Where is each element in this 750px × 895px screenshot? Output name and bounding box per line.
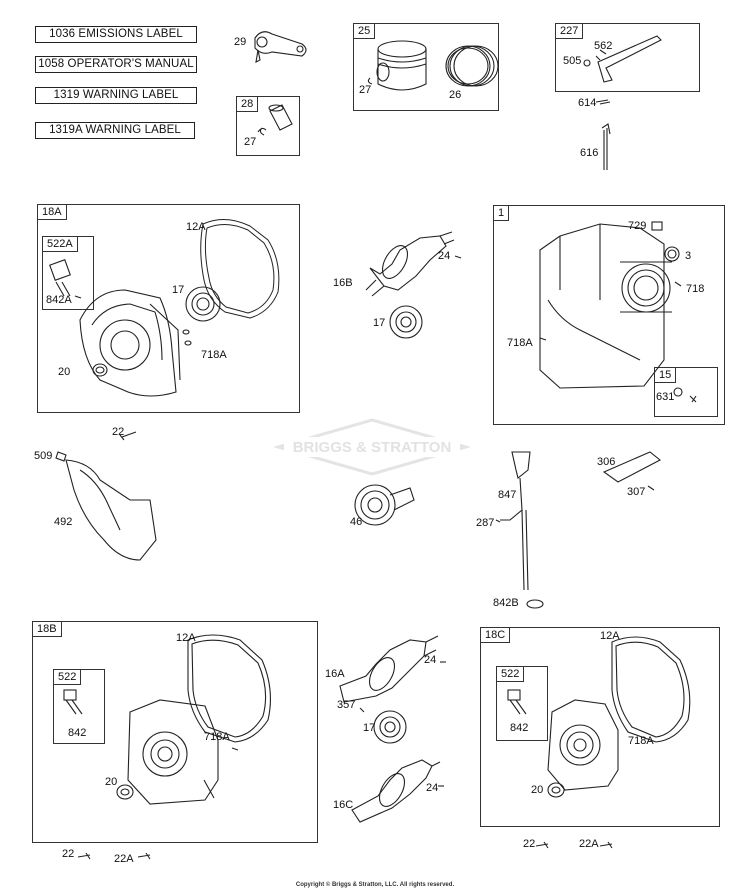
group-227: 227	[555, 23, 700, 92]
bearing-lower-art	[373, 710, 407, 744]
part-306: 306	[597, 456, 616, 468]
group-tag: 25	[354, 24, 376, 39]
gasket-art	[200, 219, 280, 319]
group-tag: 18B	[33, 622, 62, 637]
part-492: 492	[54, 516, 73, 528]
connecting-rod-art	[254, 31, 307, 63]
part-24-top: 24	[438, 250, 451, 262]
part-16a: 16A	[325, 668, 345, 680]
crankshaft-16c-art	[351, 759, 444, 823]
part-29: 29	[234, 36, 247, 48]
part-24-mid: 24	[424, 654, 437, 666]
part-505: 505	[563, 55, 582, 67]
part-17-top: 17	[172, 284, 185, 296]
group-18b: 18B	[32, 621, 318, 843]
group-tag: 28	[237, 97, 259, 112]
part-22-18b: 22	[62, 848, 75, 860]
bearing-art	[182, 286, 221, 346]
brand-watermark: BRIGGS & STRATTON	[274, 418, 470, 476]
part-27-pin: 27	[244, 136, 257, 148]
part-24-lower: 24	[426, 782, 439, 794]
part-20-18a: 20	[58, 366, 71, 378]
group-tag: 18A	[38, 205, 67, 220]
crankcase-cover-18c-art	[507, 636, 691, 849]
piston-art	[367, 40, 427, 91]
part-12a-top: 12A	[186, 221, 206, 233]
part-12a-18b: 12A	[176, 632, 196, 644]
part-16c: 16C	[333, 799, 354, 811]
crankshaft-16a-art	[339, 635, 446, 713]
group-tag: 1	[494, 206, 510, 221]
crankcase-cover-18b-art	[63, 634, 271, 860]
part-842-18c: 842	[510, 722, 529, 734]
part-20-18b: 20	[105, 776, 118, 788]
emissions-label-box: 1036 EMISSIONS LABEL	[35, 26, 197, 43]
dipstick-art	[495, 451, 544, 609]
bearing-mid-art	[389, 305, 423, 339]
part-729: 729	[628, 220, 647, 232]
part-842b: 842B	[493, 597, 519, 609]
group-522b: 522	[53, 669, 105, 744]
group-1: 1	[493, 205, 725, 425]
watermark-text: BRIGGS & STRATTON	[293, 439, 452, 456]
group-tag: 18C	[481, 628, 511, 643]
part-718a-18b: 718A	[204, 731, 230, 743]
camshaft-art	[354, 484, 415, 526]
group-18c: 18C	[480, 627, 720, 827]
governor-lever-art	[583, 35, 662, 170]
part-26: 26	[449, 89, 462, 101]
piston-rings-art	[445, 45, 499, 87]
part-509: 509	[34, 450, 53, 462]
group-522a: 522A	[42, 236, 94, 310]
part-562: 562	[594, 40, 613, 52]
wrist-pin-art	[257, 104, 293, 136]
part-20-18c: 20	[531, 784, 544, 796]
part-614: 614	[578, 97, 597, 109]
warning-label-a-box: 1319A WARNING LABEL	[35, 122, 195, 139]
part-22-18c: 22	[523, 838, 536, 850]
part-22-top: 22	[112, 426, 125, 438]
part-17-lower: 17	[363, 722, 376, 734]
part-616: 616	[580, 147, 599, 159]
part-842-18b: 842	[68, 727, 87, 739]
part-27-piston: 27	[359, 84, 372, 96]
part-17-mid: 17	[373, 317, 386, 329]
operators-manual-box: 1058 OPERATOR'S MANUAL	[35, 56, 197, 73]
group-18a: 18A	[37, 204, 300, 413]
group-tag: 522	[497, 667, 525, 682]
blower-shroud-art	[55, 451, 157, 561]
part-22a-18b: 22A	[114, 853, 134, 865]
group-tag: 15	[655, 368, 677, 383]
part-718a-18a: 718A	[201, 349, 227, 361]
crankshaft-16b-art	[365, 231, 462, 297]
part-718a-18c: 718A	[628, 735, 654, 747]
group-tag: 522A	[43, 237, 78, 252]
group-28: 28	[236, 96, 300, 156]
part-16b: 16B	[333, 277, 353, 289]
group-15: 15	[654, 367, 718, 417]
part-3: 3	[685, 250, 692, 262]
part-847: 847	[498, 489, 517, 501]
part-842a: 842A	[46, 294, 72, 306]
group-tag: 522	[54, 670, 82, 685]
group-25: 25	[353, 23, 499, 111]
part-307: 307	[627, 486, 646, 498]
bolt-22-art	[119, 431, 137, 441]
part-22a-18c: 22A	[579, 838, 599, 850]
part-631: 631	[656, 391, 675, 403]
part-287: 287	[476, 517, 495, 529]
part-12a-18c: 12A	[600, 630, 620, 642]
part-46: 46	[350, 516, 363, 528]
crankcase-cover-18a-art	[49, 259, 181, 397]
part-357: 357	[337, 699, 356, 711]
warning-label-box: 1319 WARNING LABEL	[35, 87, 197, 104]
bracket-306-art	[602, 451, 662, 491]
part-718: 718	[686, 283, 705, 295]
group-522c: 522	[496, 666, 548, 741]
group-tag: 227	[556, 24, 584, 39]
copyright-notice: Copyright © Briggs & Stratton, LLC. All …	[295, 882, 455, 888]
part-718a-block: 718A	[507, 337, 533, 349]
cylinder-block-art	[539, 221, 697, 403]
